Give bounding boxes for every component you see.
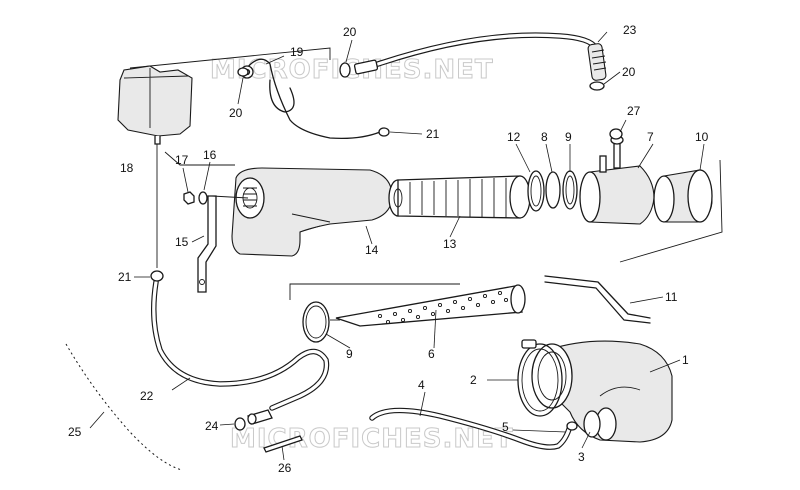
bracket-nut	[183, 191, 195, 205]
callout-3: 3	[578, 450, 585, 464]
hose-clamp-c	[589, 81, 605, 91]
callout-26: 26	[278, 461, 292, 475]
sealing-ring-9	[562, 170, 578, 210]
hose-clamp-a	[339, 62, 351, 78]
callout-labels: 1 2 3 4 5 6 7 8 9 9 10 11 12 13 14 15 16…	[68, 23, 709, 475]
callout-7: 7	[647, 130, 654, 144]
tie-strap	[263, 435, 303, 453]
callout-17: 17	[175, 153, 189, 167]
callout-27: 27	[627, 104, 641, 118]
callout-8: 8	[541, 130, 548, 144]
end-cap	[653, 169, 713, 223]
hose-clip-upper	[378, 127, 390, 137]
callout-2: 2	[470, 373, 477, 387]
callout-21-lower: 21	[118, 270, 132, 284]
callout-5: 5	[502, 420, 509, 434]
callout-6: 6	[428, 347, 435, 361]
callout-10: 10	[695, 130, 709, 144]
intake-duct	[531, 340, 673, 443]
callout-9-upper: 9	[565, 130, 572, 144]
breather-hose	[353, 32, 607, 81]
filter-cover	[579, 135, 655, 225]
hose-clip-small	[566, 421, 578, 431]
callout-20-right: 20	[622, 65, 636, 79]
callout-15: 15	[175, 235, 189, 249]
callout-20-left: 20	[229, 106, 243, 120]
hose-clamp-b	[237, 67, 249, 77]
callout-22: 22	[140, 389, 154, 403]
callout-12: 12	[507, 130, 521, 144]
hose-clip-lower	[150, 270, 164, 282]
bracket-washer	[198, 191, 208, 205]
callout-13: 13	[443, 237, 457, 251]
air-filter-housing	[231, 167, 393, 257]
hose-fitting	[234, 409, 273, 431]
assembly-frame	[129, 47, 723, 300]
nipple-cap	[609, 128, 623, 140]
callout-24: 24	[205, 419, 219, 433]
callout-1: 1	[682, 353, 689, 367]
callout-11: 11	[665, 290, 678, 304]
callout-16: 16	[203, 148, 217, 162]
air-filter-element	[388, 175, 531, 219]
callout-4: 4	[418, 378, 425, 392]
sealing-ring-12	[527, 170, 545, 212]
leader-lines	[89, 31, 705, 461]
callout-9-lower: 9	[346, 347, 353, 361]
tank-return-hose	[151, 279, 330, 411]
callout-20-top: 20	[343, 25, 357, 39]
callout-19: 19	[290, 45, 304, 59]
watermark-bottom: MICROFICHES.NET	[230, 424, 514, 454]
braided-hose	[63, 341, 185, 473]
sealing-ring-8	[545, 171, 561, 209]
callout-25: 25	[68, 425, 82, 439]
expansion-tank	[117, 65, 193, 145]
support-rod	[544, 275, 651, 324]
perforated-tube	[330, 284, 526, 327]
callout-21-upper: 21	[426, 127, 440, 141]
callout-23: 23	[623, 23, 637, 37]
drain-hose	[369, 407, 573, 450]
sealing-ring-lower	[302, 301, 330, 343]
small-clamp	[583, 407, 617, 441]
callout-14: 14	[365, 243, 379, 257]
mounting-bracket	[197, 195, 249, 293]
callout-18: 18	[120, 161, 134, 175]
